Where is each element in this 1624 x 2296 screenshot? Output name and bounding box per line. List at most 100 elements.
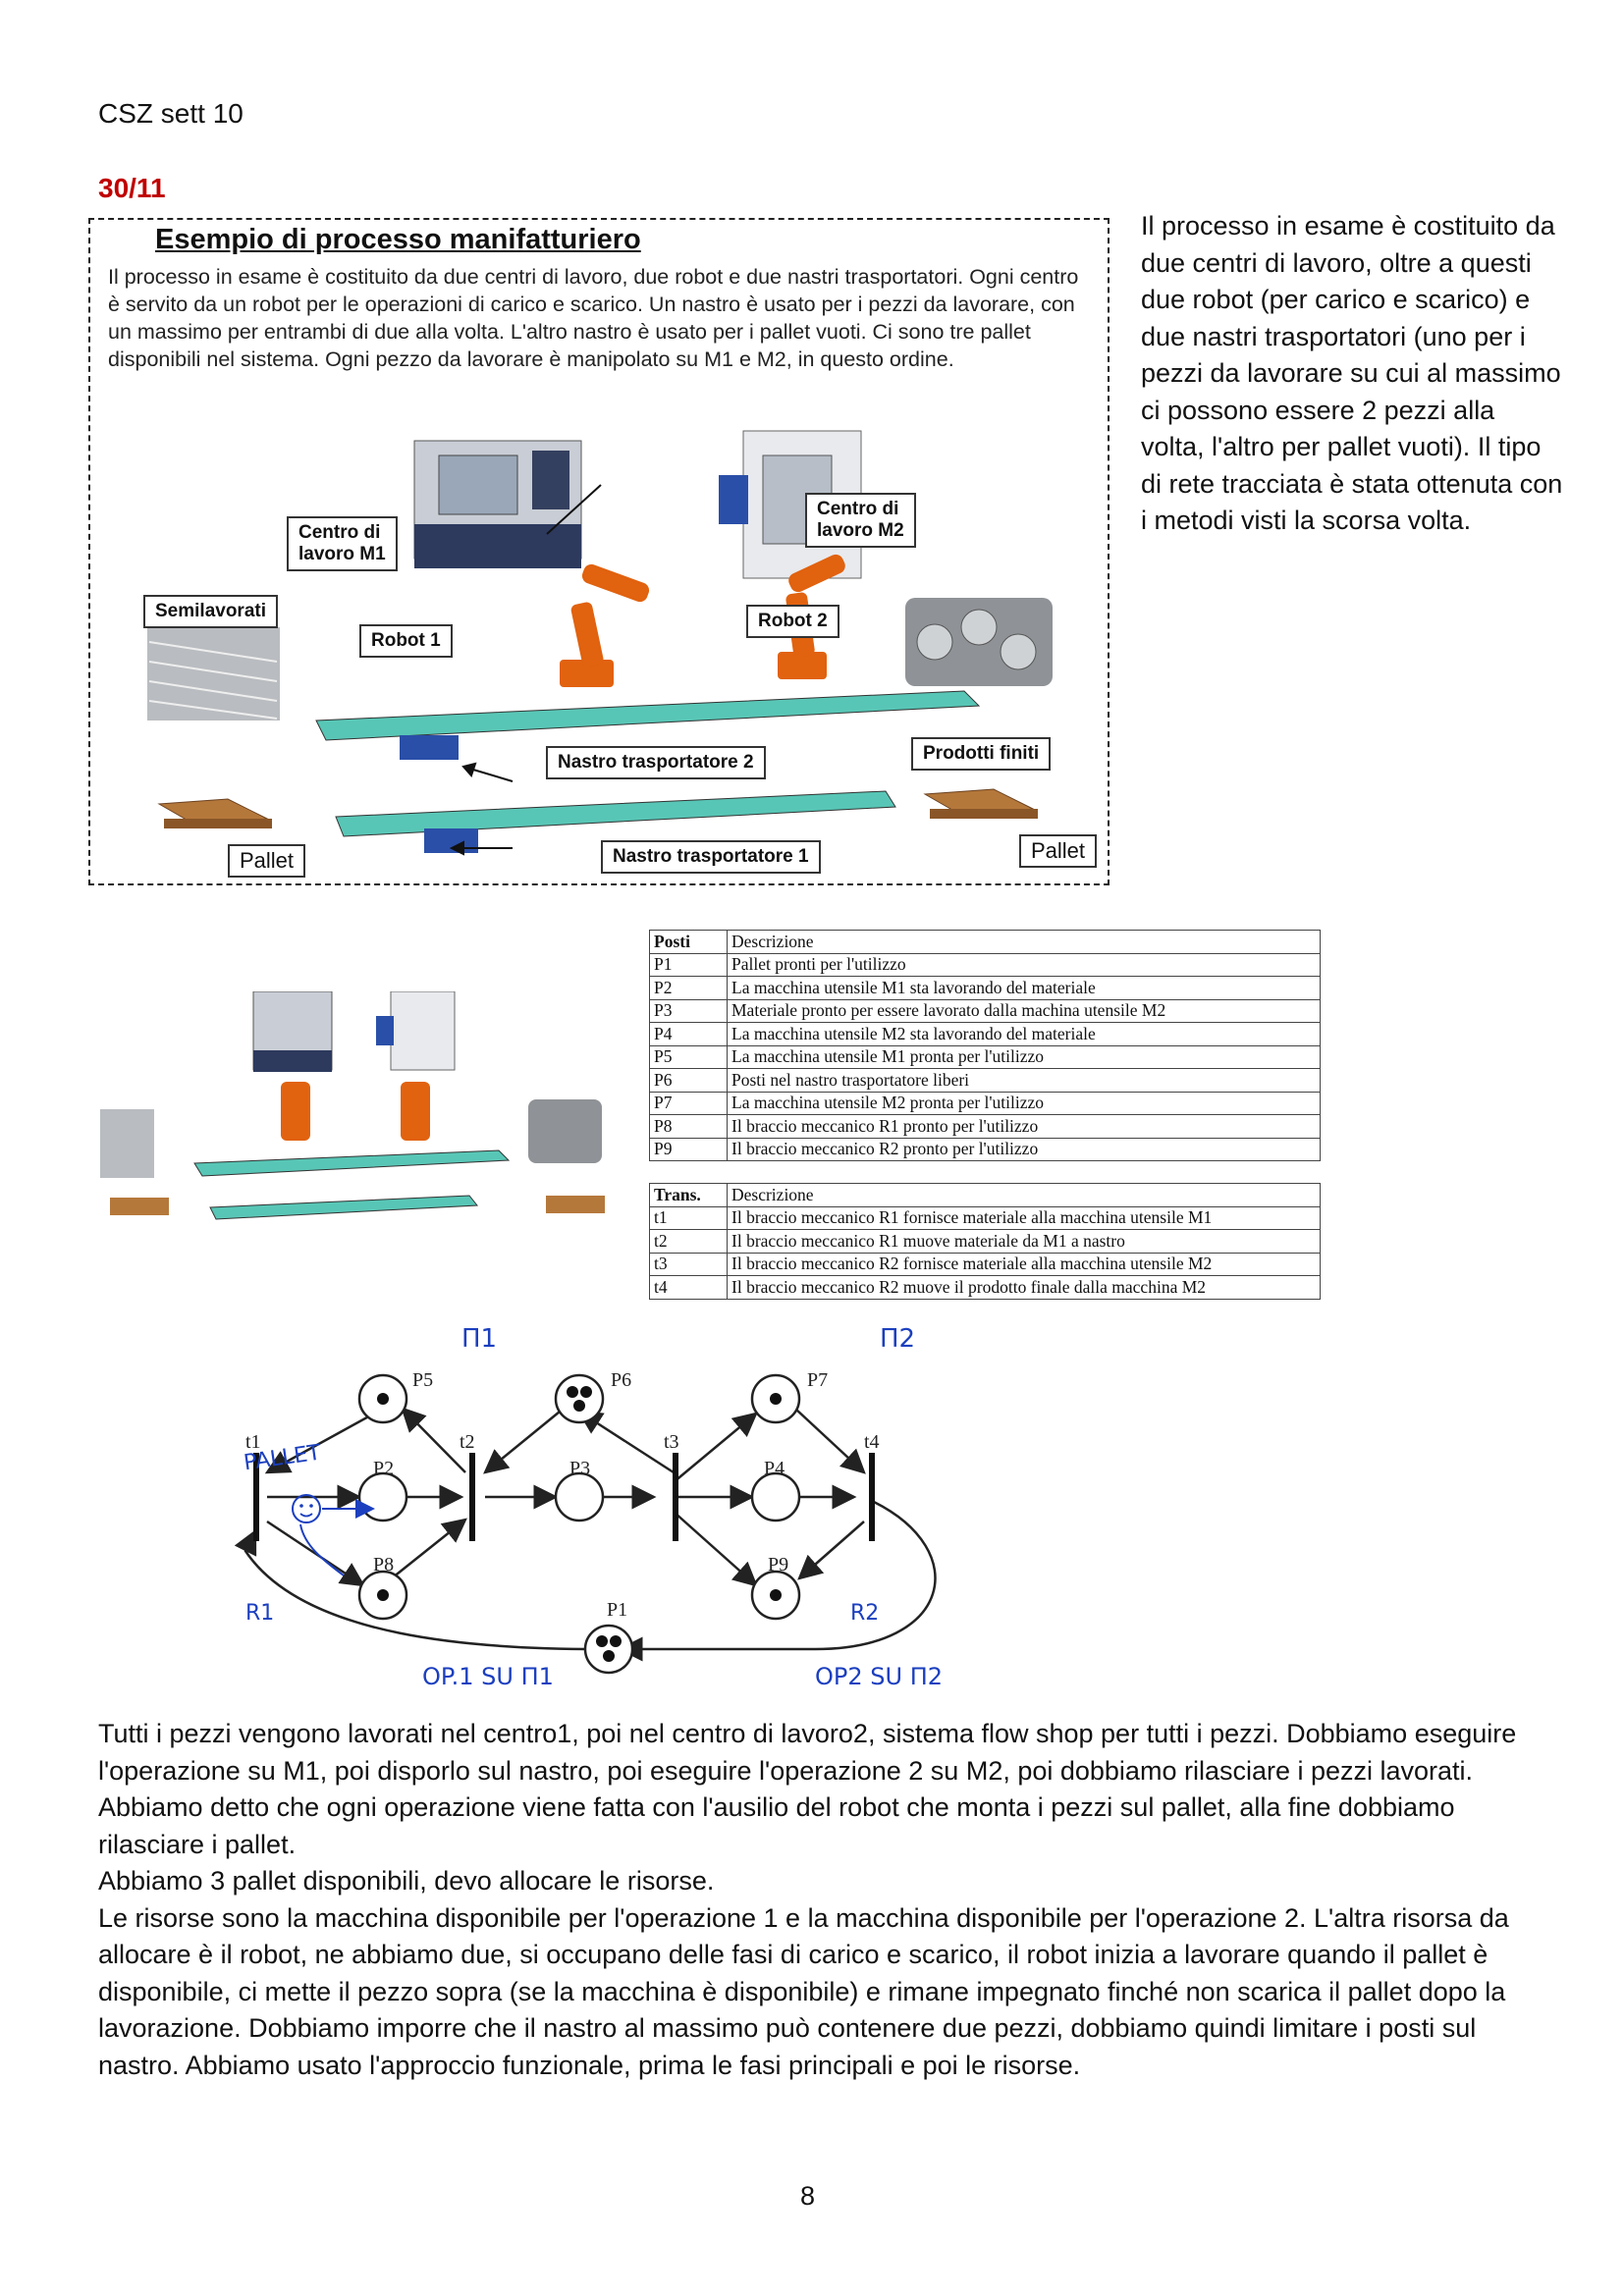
label-p3: P3 — [569, 1458, 590, 1479]
label-t1: t1 — [245, 1431, 261, 1453]
conveyor2-image — [315, 690, 981, 760]
trans-id: t1 — [649, 1205, 728, 1230]
section-date: 30/11 — [98, 173, 166, 203]
side-paragraph: Il processo in esame è costituito da due… — [1141, 211, 1563, 535]
document-header: CSZ sett 10 — [98, 98, 244, 129]
trans-col-header: Trans. — [649, 1183, 728, 1207]
transition-t4 — [869, 1453, 875, 1541]
place-id: P8 — [649, 1114, 728, 1139]
nastro2-label: Nastro trasportatore 2 — [546, 746, 766, 779]
label-p7: P7 — [807, 1369, 828, 1391]
centro-m2-label: Centro di lavoro M2 — [805, 493, 916, 548]
place-desc: Materiale pronto per essere lavorato dal… — [727, 998, 1321, 1023]
thumbnail-illustration — [100, 991, 605, 1220]
pallet-right-label: Pallet — [1019, 834, 1098, 868]
handwritten-m1: Π1 — [461, 1325, 497, 1354]
pallet-left-label: Pallet — [228, 844, 306, 878]
place-desc: La macchina utensile M2 pronta per l'uti… — [727, 1091, 1321, 1115]
smiley-icon — [292, 1494, 321, 1523]
prodotti-finiti-image — [905, 598, 1053, 686]
place-p4 — [750, 1471, 801, 1522]
body-paragraph: Tutti i pezzi vengono lavorati nel centr… — [98, 1719, 1517, 1859]
place-p3 — [554, 1471, 605, 1522]
place-desc: Il braccio meccanico R2 pronto per l'uti… — [727, 1137, 1321, 1161]
robot2-label: Robot 2 — [746, 605, 839, 638]
trans-id: t3 — [649, 1252, 728, 1276]
trans-desc: Il braccio meccanico R2 muove il prodott… — [727, 1275, 1321, 1300]
label-t2: t2 — [460, 1431, 475, 1453]
place-id: P4 — [649, 1022, 728, 1046]
label-arrows — [449, 484, 602, 856]
centro-m1-label: Centro di lavoro M1 — [287, 516, 398, 571]
place-desc: La macchina utensile M1 sta lavorando de… — [727, 976, 1321, 1000]
machine-m1-image — [413, 440, 582, 568]
robot1-image — [560, 563, 650, 687]
label-t3: t3 — [664, 1431, 679, 1453]
label-p8: P8 — [373, 1554, 394, 1575]
handwritten-r2: R2 — [850, 1601, 879, 1626]
place-id: P2 — [649, 976, 728, 1000]
place-id: P6 — [649, 1068, 728, 1093]
body-text: Tutti i pezzi vengono lavorati nel centr… — [98, 1716, 1542, 2084]
handwritten-op1: OP.1 SU Π1 — [422, 1663, 554, 1690]
handwritten-m2: Π2 — [880, 1325, 915, 1354]
place-p6 — [554, 1373, 605, 1424]
page-number: 8 — [800, 2181, 816, 2211]
place-desc: La macchina utensile M2 sta lavorando de… — [727, 1022, 1321, 1046]
trans-desc: Il braccio meccanico R1 fornisce materia… — [727, 1205, 1321, 1230]
transitions-table-header: Trans. Descrizione — [649, 1183, 1321, 1207]
trans-id: t2 — [649, 1229, 728, 1254]
pallet-right-image — [923, 788, 1038, 819]
trans-desc: Il braccio meccanico R2 fornisce materia… — [727, 1252, 1321, 1276]
places-table-header: Posti Descrizione — [649, 930, 1321, 954]
place-id: P1 — [649, 952, 728, 977]
label-p4: P4 — [764, 1458, 785, 1479]
transition-t3 — [673, 1453, 678, 1541]
label-t4: t4 — [864, 1431, 880, 1453]
semilavorati-image — [147, 627, 280, 721]
label-p2: P2 — [373, 1458, 394, 1479]
label-p1: P1 — [607, 1599, 627, 1621]
robot1-label: Robot 1 — [359, 624, 453, 658]
places-desc-header: Descrizione — [727, 930, 1321, 954]
prodotti-finiti-label: Prodotti finiti — [911, 737, 1052, 771]
slide-description: Il processo in esame è costituito da due… — [108, 265, 1079, 371]
factory-illustration — [147, 430, 1053, 856]
place-desc: Pallet pronti per l'utilizzo — [727, 952, 1321, 977]
trans-id: t4 — [649, 1275, 728, 1300]
place-desc: Il braccio meccanico R1 pronto per l'uti… — [727, 1114, 1321, 1139]
place-id: P9 — [649, 1137, 728, 1161]
semilavorati-label: Semilavorati — [143, 595, 278, 628]
body-paragraph: Le risorse sono la macchina disponibile … — [98, 1902, 1509, 2080]
pallet-annotation: PALLET — [243, 1441, 375, 1576]
transition-t1 — [253, 1453, 259, 1541]
place-desc: Posti nel nastro trasportatore liberi — [727, 1068, 1321, 1093]
places-col-header: Posti — [649, 930, 728, 954]
trans-desc: Il braccio meccanico R1 muove materiale … — [727, 1229, 1321, 1254]
trans-desc-header: Descrizione — [727, 1183, 1321, 1207]
label-p9: P9 — [768, 1554, 788, 1575]
handwritten-op2: OP2 SU Π2 — [815, 1663, 943, 1690]
place-id: P7 — [649, 1091, 728, 1115]
nastro1-label: Nastro trasportatore 1 — [601, 840, 821, 874]
body-paragraph: Abbiamo 3 pallet disponibili, devo alloc… — [98, 1866, 715, 1896]
label-p5: P5 — [412, 1369, 433, 1391]
label-p6: P6 — [611, 1369, 631, 1391]
transition-t2 — [469, 1453, 475, 1541]
slide-title: Esempio di processo manifatturiero — [155, 224, 641, 255]
place-id: P5 — [649, 1044, 728, 1069]
place-id: P3 — [649, 998, 728, 1023]
